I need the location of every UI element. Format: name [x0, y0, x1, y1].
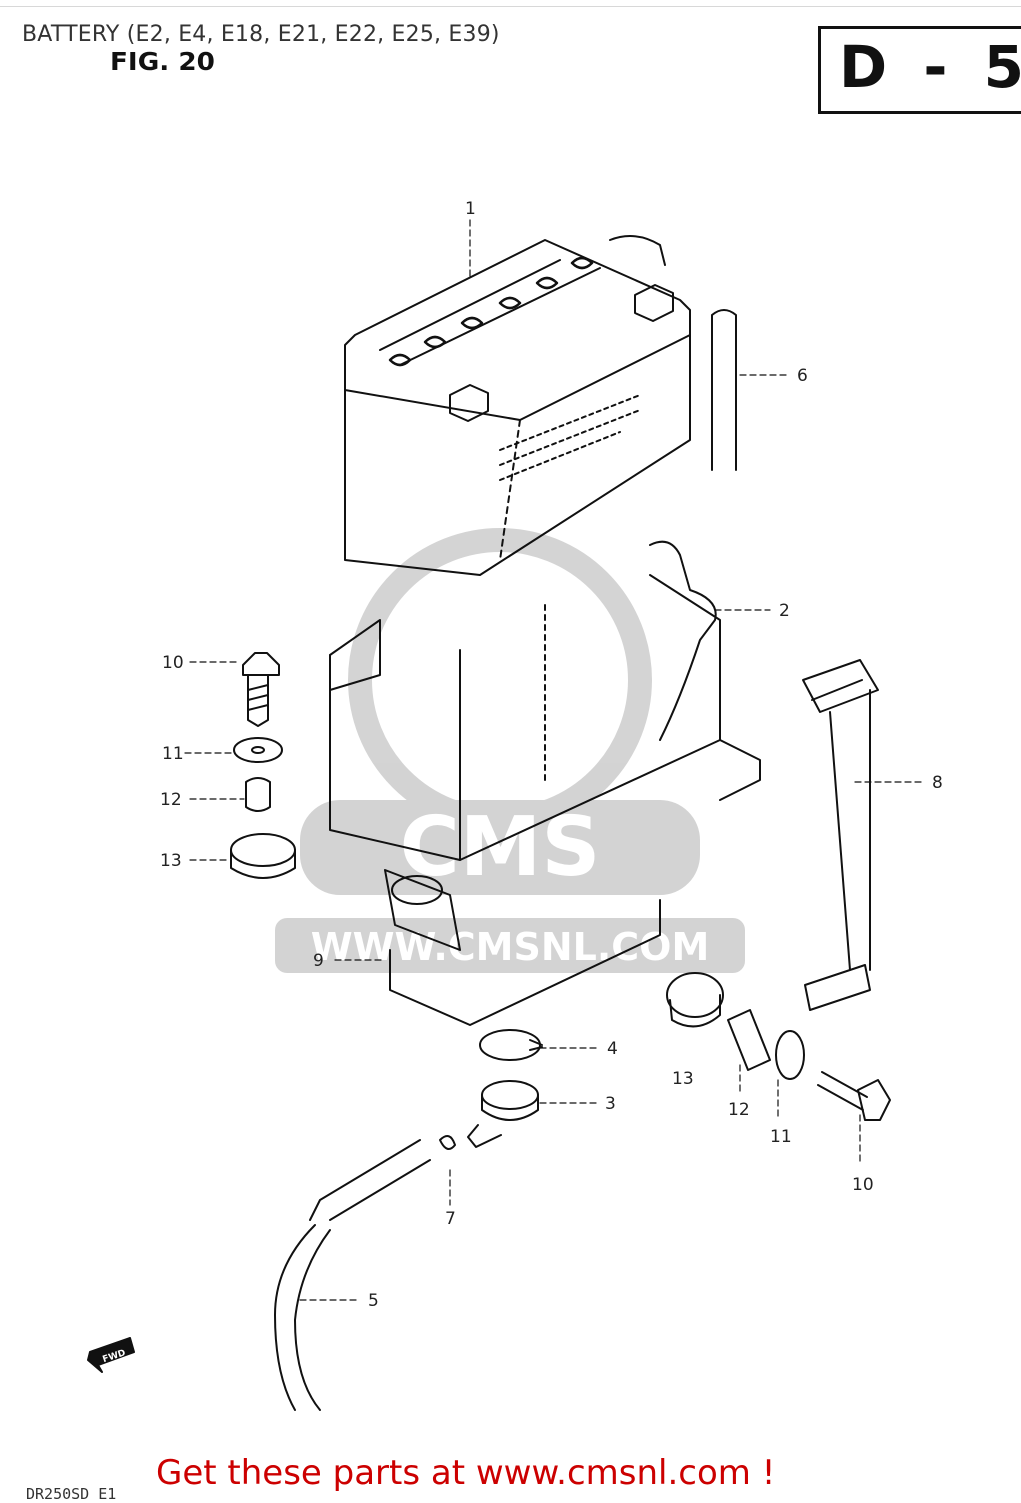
diagram-title: BATTERY (E2, E4, E18, E21, E22, E25, E39…	[22, 22, 500, 47]
part-label-6: 6	[797, 366, 808, 386]
part-label-12-left: 12	[160, 790, 182, 810]
vent-tube	[711, 309, 737, 471]
drain-fitting-assembly	[274, 1029, 543, 1411]
part-label-10-right: 10	[852, 1175, 874, 1195]
section-code: D - 5	[839, 33, 1021, 101]
part-label-4: 4	[607, 1039, 618, 1059]
part-label-3: 3	[605, 1094, 616, 1114]
part-label-5: 5	[368, 1291, 379, 1311]
part-label-10-left: 10	[162, 653, 184, 673]
leader-lines	[184, 219, 926, 1301]
part-label-9: 9	[313, 951, 324, 971]
model-code: DR250SD E1	[26, 1485, 117, 1503]
battery	[344, 235, 691, 576]
part-label-2: 2	[779, 601, 790, 621]
top-divider	[0, 6, 1021, 7]
part-label-1: 1	[465, 199, 476, 219]
part-labels: 1 6 2 8 10 11 12 13 9 4 3 7 5 13 12 11 1…	[101, 199, 942, 1365]
right-hardware-stack	[666, 972, 891, 1121]
fwd-arrow-icon	[87, 1337, 135, 1373]
part-label-11-right: 11	[770, 1127, 792, 1147]
cms-watermark: CMS WWW.CMSNL.COM	[275, 528, 745, 973]
part-label-8: 8	[932, 773, 943, 793]
part-label-7: 7	[445, 1209, 456, 1229]
watermark-url-band	[275, 918, 745, 973]
left-hardware-stack	[230, 652, 296, 879]
watermark-url: WWW.CMSNL.COM	[311, 925, 710, 969]
section-code-box: D - 5	[818, 26, 1021, 114]
watermark-ring	[348, 528, 652, 832]
battery-strap	[802, 659, 879, 1011]
part-label-12-right: 12	[728, 1100, 750, 1120]
figure-number: FIG. 20	[110, 47, 215, 76]
part-label-13-left: 13	[160, 851, 182, 871]
part-label-11-left: 11	[162, 744, 184, 764]
battery-case	[329, 540, 761, 1026]
cta-link-text[interactable]: Get these parts at www.cmsnl.com !	[152, 1454, 780, 1493]
watermark-brand: CMS	[400, 800, 601, 895]
watermark-badge	[300, 800, 700, 895]
part-label-13-right: 13	[672, 1069, 694, 1089]
